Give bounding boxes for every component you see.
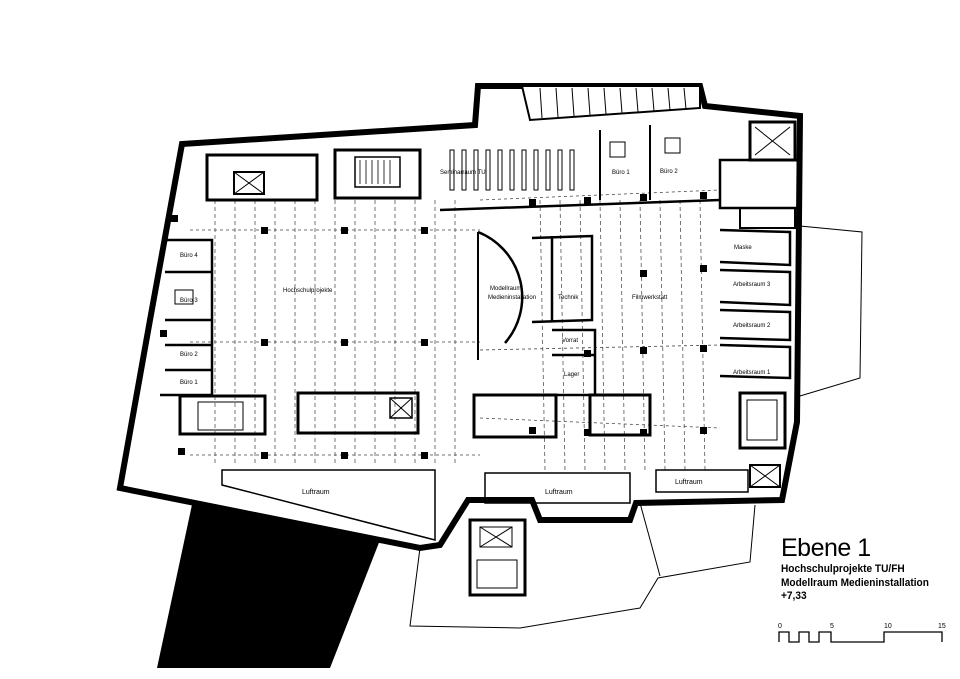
seminar-seating — [449, 149, 575, 191]
label-buero-3-left: Büro 3 — [180, 298, 198, 304]
plan-title: Ebene 1 — [781, 534, 871, 562]
plan-legend: Ebene 1 Hochschulprojekte TU/FH Modellra… — [781, 533, 957, 604]
bottom-cores — [178, 391, 787, 488]
plan-subtitle-1: Hochschulprojekte TU/FH — [781, 563, 905, 575]
office-table-left — [174, 289, 194, 305]
label-buero-4-left: Büro 4 — [180, 253, 198, 259]
label-arbeitsraum-3: Arbeitsraum 3 — [733, 282, 771, 288]
label-buero-1-top: Büro 1 — [612, 170, 630, 176]
office-desk-2 — [664, 137, 681, 154]
terrace-bottom — [409, 504, 756, 629]
terrace-right — [799, 225, 863, 397]
roof-cross-lines — [190, 189, 721, 456]
scale-tick-15: 15 — [938, 623, 946, 630]
right-rooms — [719, 228, 792, 380]
lower-stair-x2 — [479, 526, 513, 548]
lower-stair-treads — [476, 559, 518, 589]
top-stair-treads — [539, 87, 687, 119]
lower-stair-core — [468, 518, 527, 597]
label-buero-2-left: Büro 2 — [180, 352, 198, 358]
roof-ribs — [214, 199, 706, 471]
label-vorrat: Vorrat — [562, 338, 578, 344]
service-block-top-right — [718, 120, 800, 229]
exterior-ramp-mass — [157, 500, 380, 668]
scale-tick-5: 5 — [830, 623, 834, 630]
modellraum-arc — [477, 230, 524, 344]
label-seminarraum: Seminarraum TU — [440, 170, 486, 176]
label-modellraum-1: Modellraum — [490, 286, 521, 292]
center-walls — [531, 234, 597, 397]
lower-stair-box — [479, 526, 513, 548]
label-luftraum-2: Luftraum — [545, 489, 573, 496]
columns — [160, 192, 707, 459]
scale-tick-0: 0 — [778, 623, 782, 630]
terrace-edge — [639, 502, 661, 577]
scale-steps — [778, 631, 943, 643]
luftraum-voids — [221, 469, 749, 541]
label-luftraum-3: Luftraum — [675, 479, 703, 486]
label-technik: Technik — [558, 295, 579, 301]
label-luftraum-1: Luftraum — [302, 489, 330, 496]
service-block-top-left — [205, 148, 422, 202]
label-maske: Maske — [734, 245, 752, 251]
label-arbeitsraum-1: Arbeitsraum 1 — [733, 370, 771, 376]
plan-subtitle-2: Modellraum Medieninstallation — [781, 576, 929, 589]
label-buero-2-top: Büro 2 — [660, 169, 678, 175]
scale-bar: 0 5 10 15 — [778, 623, 946, 643]
label-lager: Lager — [564, 372, 579, 378]
seminar-wall — [439, 198, 721, 212]
label-hochschulprojekte: Hochschulprojekte — [283, 288, 333, 294]
top-stair — [520, 85, 701, 122]
label-filmwerkstatt: Filmwerkstatt — [632, 295, 668, 301]
label-arbeitsraum-2: Arbeitsraum 2 — [733, 323, 771, 329]
label-modellraum-2: Medieninstallation — [488, 295, 536, 301]
scale-tick-10: 10 — [884, 623, 892, 630]
plan-elevation: +7,33 — [781, 590, 807, 602]
label-buero-1-left: Büro 1 — [180, 380, 198, 386]
office-desk-1 — [609, 141, 626, 158]
